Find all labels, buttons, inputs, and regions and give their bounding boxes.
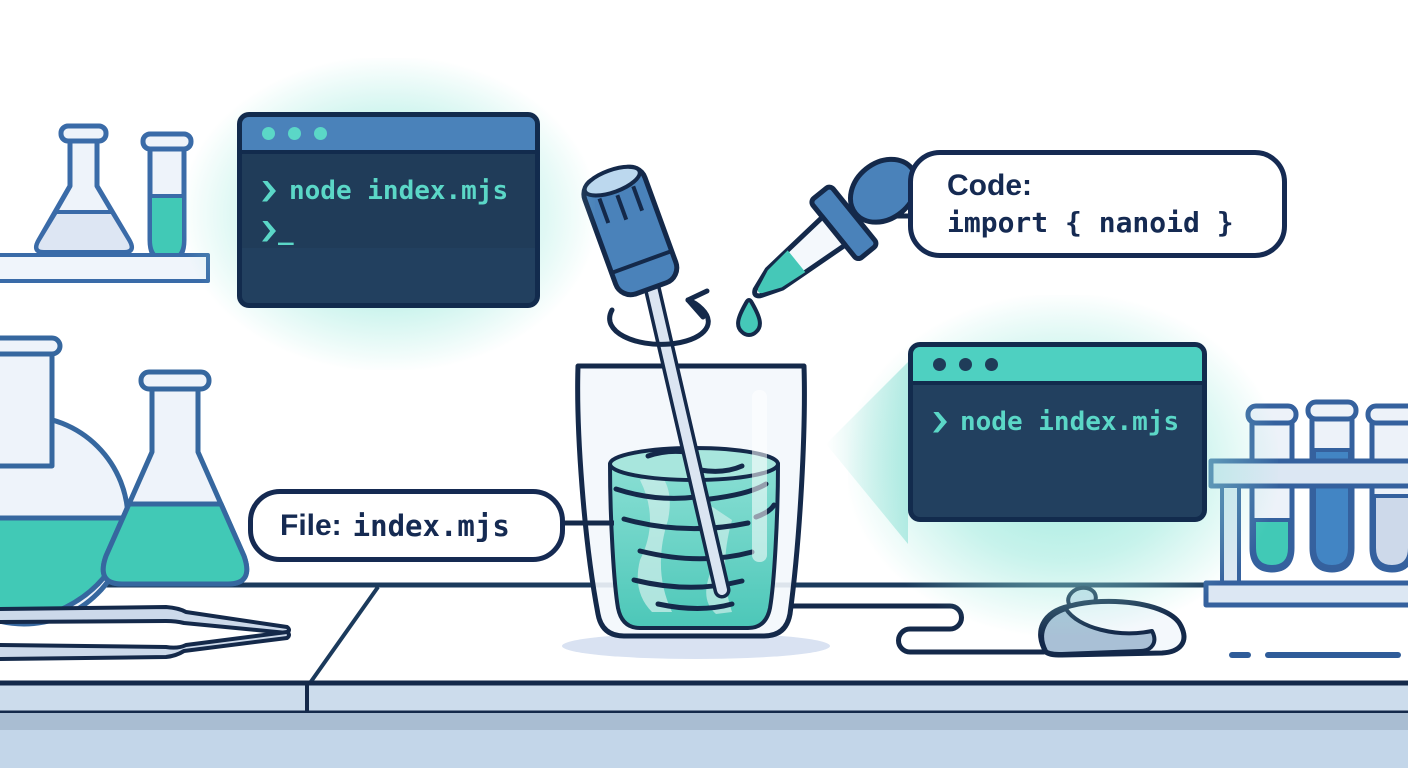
file-callout-prefix: File: bbox=[280, 508, 342, 542]
beaker bbox=[575, 164, 807, 639]
prompt-chevron-icon bbox=[262, 220, 276, 242]
liquid-drop bbox=[736, 298, 762, 337]
test-tube-rack bbox=[1203, 399, 1408, 608]
terminal-command-line: node index.mjs bbox=[262, 174, 521, 208]
rack-back-bar bbox=[1208, 458, 1408, 489]
code-callout-title: Code: bbox=[947, 169, 1032, 202]
dropper bbox=[736, 156, 920, 337]
beaker-shadow bbox=[562, 633, 830, 659]
computer-mouse bbox=[1038, 585, 1187, 658]
window-dot-icon bbox=[985, 357, 998, 371]
code-callout-bubble: Code: import { nanoid } bbox=[908, 150, 1287, 258]
terminal-body: node index.mjs bbox=[913, 385, 1202, 439]
terminal-command-text: node index.mjs bbox=[960, 407, 1180, 437]
terminal-command-text: node index.mjs bbox=[289, 176, 509, 206]
shelf-with-flask-and-test-tube bbox=[0, 123, 210, 283]
rotation-arrow-icon bbox=[607, 288, 711, 347]
prompt-chevron-icon bbox=[262, 180, 276, 202]
code-callout-snippet: import { nanoid } bbox=[947, 206, 1234, 239]
terminal-titlebar bbox=[913, 347, 1202, 385]
window-dot-icon bbox=[262, 127, 275, 140]
lab-bench bbox=[0, 582, 1408, 768]
stir-rod-handle bbox=[581, 164, 680, 298]
terminal-window-right: node index.mjs bbox=[908, 342, 1207, 522]
file-callout-filename: index.mjs bbox=[352, 508, 510, 543]
glass-highlight bbox=[752, 390, 767, 562]
file-callout-bubble: File: index.mjs bbox=[248, 489, 565, 562]
terminal-command-line: node index.mjs bbox=[933, 405, 1188, 439]
highlight-beam bbox=[826, 362, 908, 544]
mouse-cable bbox=[789, 603, 1047, 655]
terminal-cursor: _ bbox=[278, 216, 294, 246]
wall-shelf bbox=[0, 253, 210, 283]
tweezers bbox=[0, 605, 291, 661]
rack-bottom-bar bbox=[1203, 580, 1408, 608]
window-dot-icon bbox=[288, 127, 301, 140]
prompt-chevron-icon bbox=[933, 411, 947, 433]
window-dot-icon bbox=[314, 127, 327, 140]
swirl-lines bbox=[613, 448, 777, 611]
window-dot-icon bbox=[959, 357, 972, 371]
round-bottom-flask bbox=[0, 335, 131, 627]
window-dot-icon bbox=[933, 357, 946, 371]
erlenmeyer-flask-large bbox=[100, 369, 250, 587]
terminal-cursor-line: _ bbox=[262, 214, 521, 248]
terminal-body: node index.mjs _ bbox=[242, 154, 535, 248]
terminal-window-top-left: node index.mjs _ bbox=[237, 112, 540, 308]
test-tube-blue bbox=[1305, 399, 1359, 573]
rack-left-post bbox=[1220, 484, 1241, 588]
terminal-titlebar bbox=[242, 117, 535, 154]
